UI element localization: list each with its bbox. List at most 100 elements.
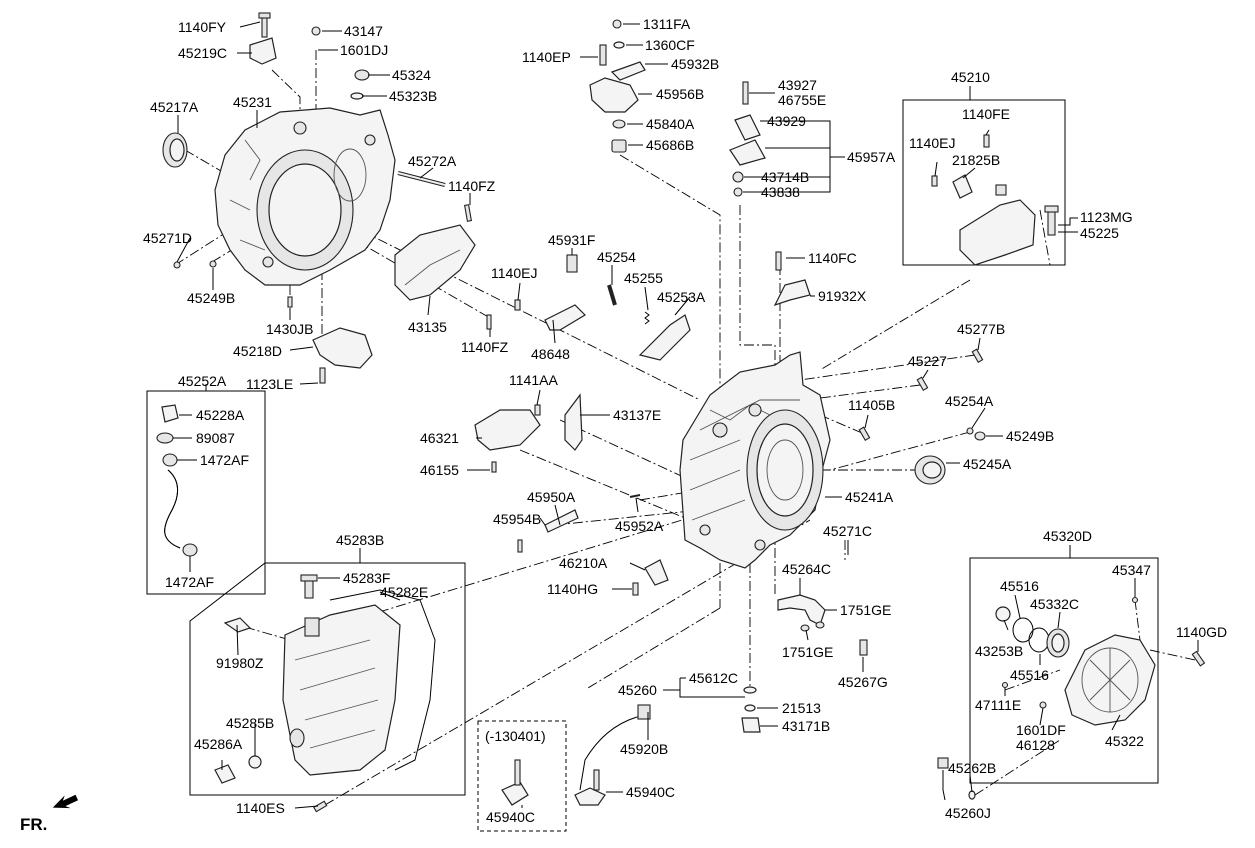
label-130401: (-130401) bbox=[485, 728, 546, 744]
pin-47111E bbox=[1001, 681, 1009, 689]
label-45264C: 45264C bbox=[782, 561, 831, 577]
label-43714B: 43714B bbox=[761, 169, 809, 185]
bolt-43927 bbox=[742, 81, 749, 105]
plug-45254A bbox=[966, 427, 974, 435]
label-1140EJ-a: 1140EJ bbox=[909, 135, 955, 151]
label-45612C: 45612C bbox=[689, 670, 738, 686]
label-45516-b: 45516 bbox=[1010, 667, 1049, 683]
label-43253B: 43253B bbox=[975, 643, 1023, 659]
bolt-1140FC bbox=[775, 251, 782, 271]
label-45225: 45225 bbox=[1080, 225, 1119, 241]
plug-45260J bbox=[937, 757, 949, 769]
label-45283B: 45283B bbox=[336, 532, 384, 548]
label-front: FR. bbox=[20, 815, 47, 834]
sensor-45956B bbox=[589, 77, 639, 113]
label-45277B: 45277B bbox=[957, 321, 1005, 337]
label-45285B: 45285B bbox=[226, 715, 274, 731]
label-43135: 43135 bbox=[408, 319, 447, 335]
pin-1430JB bbox=[287, 296, 293, 308]
magnet-45286A bbox=[214, 764, 236, 784]
box-45283B bbox=[189, 562, 466, 796]
label-45324: 45324 bbox=[392, 67, 431, 83]
label-45252A: 45252A bbox=[178, 373, 227, 389]
sensor-45940C-b bbox=[574, 787, 606, 806]
label-1601DJ: 1601DJ bbox=[340, 42, 388, 58]
label-45245A: 45245A bbox=[963, 456, 1012, 472]
label-45950A: 45950A bbox=[527, 489, 576, 505]
label-45255: 45255 bbox=[624, 270, 663, 286]
box-130401 bbox=[477, 720, 567, 832]
label-45267G: 45267G bbox=[838, 674, 888, 690]
label-45241A: 45241A bbox=[845, 489, 894, 505]
label-45286A: 45286A bbox=[194, 736, 243, 752]
label-45332C: 45332C bbox=[1030, 596, 1079, 612]
label-45254A: 45254A bbox=[945, 393, 994, 409]
bush-45686B bbox=[611, 139, 627, 153]
label-45262B: 45262B bbox=[948, 760, 996, 776]
bolt-1140FE bbox=[983, 134, 990, 148]
ring-45612C bbox=[743, 686, 757, 694]
sensor-stem-45940C-b bbox=[593, 769, 600, 791]
bracket-91932X bbox=[773, 279, 811, 307]
label-1140FC: 1140FC bbox=[808, 250, 857, 266]
label-45249B-b: 45249B bbox=[1006, 428, 1054, 444]
label-45260: 45260 bbox=[618, 682, 657, 698]
label-45271D: 45271D bbox=[143, 230, 192, 246]
label-45228A: 45228A bbox=[196, 407, 245, 423]
label-1360CF: 1360CF bbox=[645, 37, 695, 53]
washer-1360CF bbox=[613, 41, 625, 49]
bracket-45932B bbox=[610, 61, 646, 81]
label-45254: 45254 bbox=[597, 249, 636, 265]
sensor-stem-45940C-a bbox=[514, 759, 521, 786]
bolt-1141AA bbox=[534, 404, 541, 416]
clamp-1472AF-b bbox=[182, 543, 198, 557]
lever-45253A bbox=[638, 314, 691, 361]
bolt-1140EJ-b bbox=[514, 299, 521, 311]
label-1601DF: 1601DF bbox=[1016, 722, 1066, 738]
ring-45516-b bbox=[1028, 627, 1050, 653]
label-45932B: 45932B bbox=[671, 56, 719, 72]
pipe-45264C bbox=[777, 594, 826, 626]
label-45282E: 45282E bbox=[380, 584, 428, 600]
label-91932X: 91932X bbox=[818, 288, 867, 304]
label-46755E: 46755E bbox=[778, 92, 826, 108]
label-1751GE-a: 1751GE bbox=[840, 602, 891, 618]
label-45516-a: 45516 bbox=[1000, 578, 1039, 594]
bolt-head-1123MG bbox=[1044, 205, 1059, 213]
label-45931F: 45931F bbox=[548, 232, 595, 248]
bracket-45219C bbox=[249, 12, 277, 65]
label-47111E: 47111E bbox=[975, 697, 1021, 713]
bolt-45227 bbox=[916, 376, 929, 391]
label-1140EP: 1140EP bbox=[522, 49, 571, 65]
pin-45254 bbox=[607, 284, 617, 306]
plug-45249B bbox=[209, 260, 217, 268]
label-1123LE: 1123LE bbox=[246, 376, 293, 392]
label-46155: 46155 bbox=[420, 462, 459, 478]
cap-21825B bbox=[995, 184, 1007, 196]
pin-45952A bbox=[629, 494, 641, 498]
seal-45245A bbox=[914, 455, 946, 485]
bush-43253B bbox=[995, 606, 1011, 622]
ring-45285B bbox=[248, 755, 262, 769]
label-91980Z: 91980Z bbox=[216, 655, 264, 671]
label-1751GE-b: 1751GE bbox=[782, 644, 833, 660]
bolt-1123MG bbox=[1047, 209, 1056, 236]
bolt-1140EJ-a bbox=[931, 175, 938, 187]
ring-45516-a bbox=[1012, 617, 1034, 643]
oil-pan-45283B bbox=[282, 589, 436, 776]
bolt-1140HG bbox=[632, 582, 639, 596]
label-1140FZ-b: 1140FZ bbox=[461, 339, 509, 355]
ring-1751GE-b bbox=[815, 621, 825, 629]
label-1140FZ-a: 1140FZ bbox=[448, 178, 496, 194]
label-46210A: 46210A bbox=[559, 555, 608, 571]
label-45956B: 45956B bbox=[656, 86, 704, 102]
seal-43838 bbox=[733, 187, 743, 197]
label-1140EJ-b: 1140EJ bbox=[491, 265, 537, 281]
plug-43171B bbox=[741, 717, 761, 733]
label-21825B: 21825B bbox=[952, 152, 1000, 168]
connector-45228A bbox=[161, 404, 179, 423]
label-45940C-a: 45940C bbox=[486, 809, 535, 825]
label-1123MG: 1123MG bbox=[1080, 209, 1133, 225]
label-45952A: 45952A bbox=[615, 518, 664, 534]
